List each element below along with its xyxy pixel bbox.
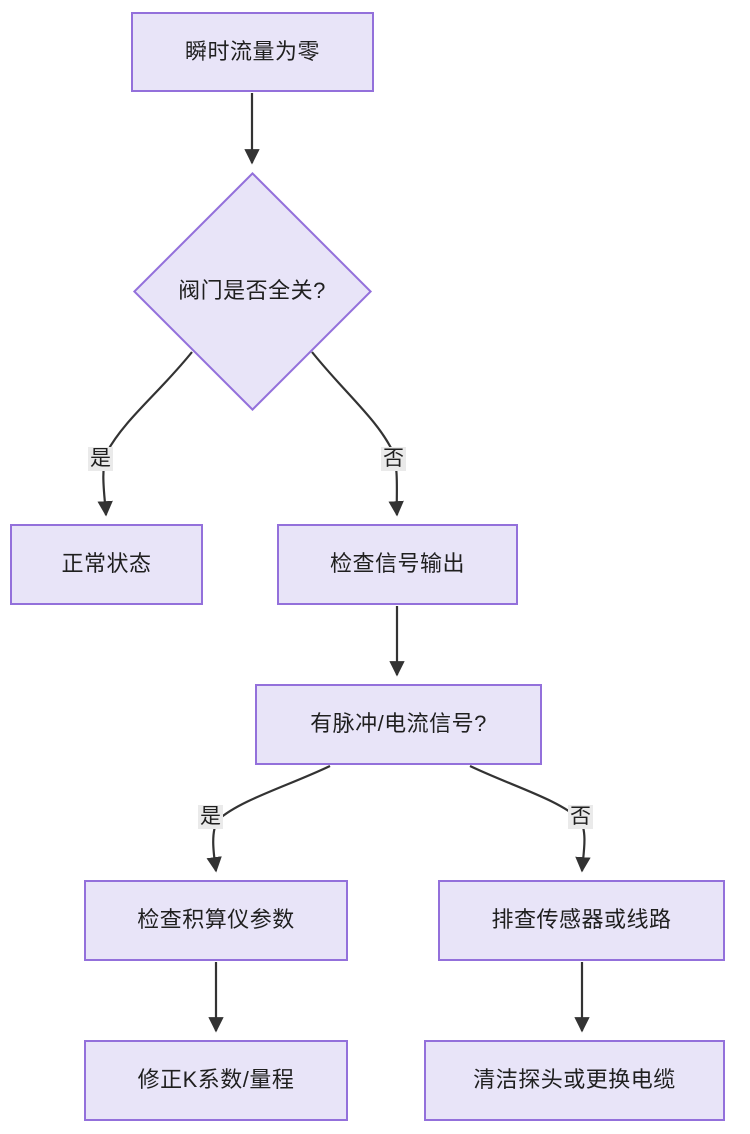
node-label: 有脉冲/电流信号? — [310, 711, 487, 737]
node-label: 检查信号输出 — [329, 551, 465, 577]
edge-label-no-signal: 否 — [568, 805, 593, 830]
edge-n5-n6-yes — [206, 765, 331, 873]
node-label: 阀门是否全关? — [178, 278, 326, 304]
node-instant-flow-zero[interactable]: 瞬时流量为零 — [131, 12, 374, 92]
node-normal-status[interactable]: 正常状态 — [10, 524, 203, 605]
node-label: 清洁探头或更换电缆 — [473, 1067, 676, 1093]
node-pulse-current-signal-decision[interactable]: 有脉冲/电流信号? — [255, 684, 542, 765]
node-valve-fully-closed-decision[interactable]: 阀门是否全关? — [132, 171, 372, 412]
node-label: 修正K系数/量程 — [137, 1067, 295, 1093]
node-label: 瞬时流量为零 — [184, 38, 320, 64]
edge-label-yes-signal: 是 — [198, 805, 223, 830]
edge-label-no-valve: 否 — [381, 447, 406, 472]
edge-label-yes-valve: 是 — [88, 447, 113, 472]
node-correct-k-factor-range[interactable]: 修正K系数/量程 — [84, 1040, 348, 1121]
node-label: 正常状态 — [61, 551, 152, 577]
node-check-totalizer-parameters[interactable]: 检查积算仪参数 — [84, 880, 348, 961]
node-label: 检查积算仪参数 — [137, 907, 295, 933]
node-troubleshoot-sensor-or-wiring[interactable]: 排查传感器或线路 — [438, 880, 725, 961]
node-clean-probe-or-replace-cable[interactable]: 清洁探头或更换电缆 — [424, 1040, 725, 1121]
node-label: 排查传感器或线路 — [491, 907, 672, 933]
node-check-signal-output[interactable]: 检查信号输出 — [277, 524, 518, 605]
